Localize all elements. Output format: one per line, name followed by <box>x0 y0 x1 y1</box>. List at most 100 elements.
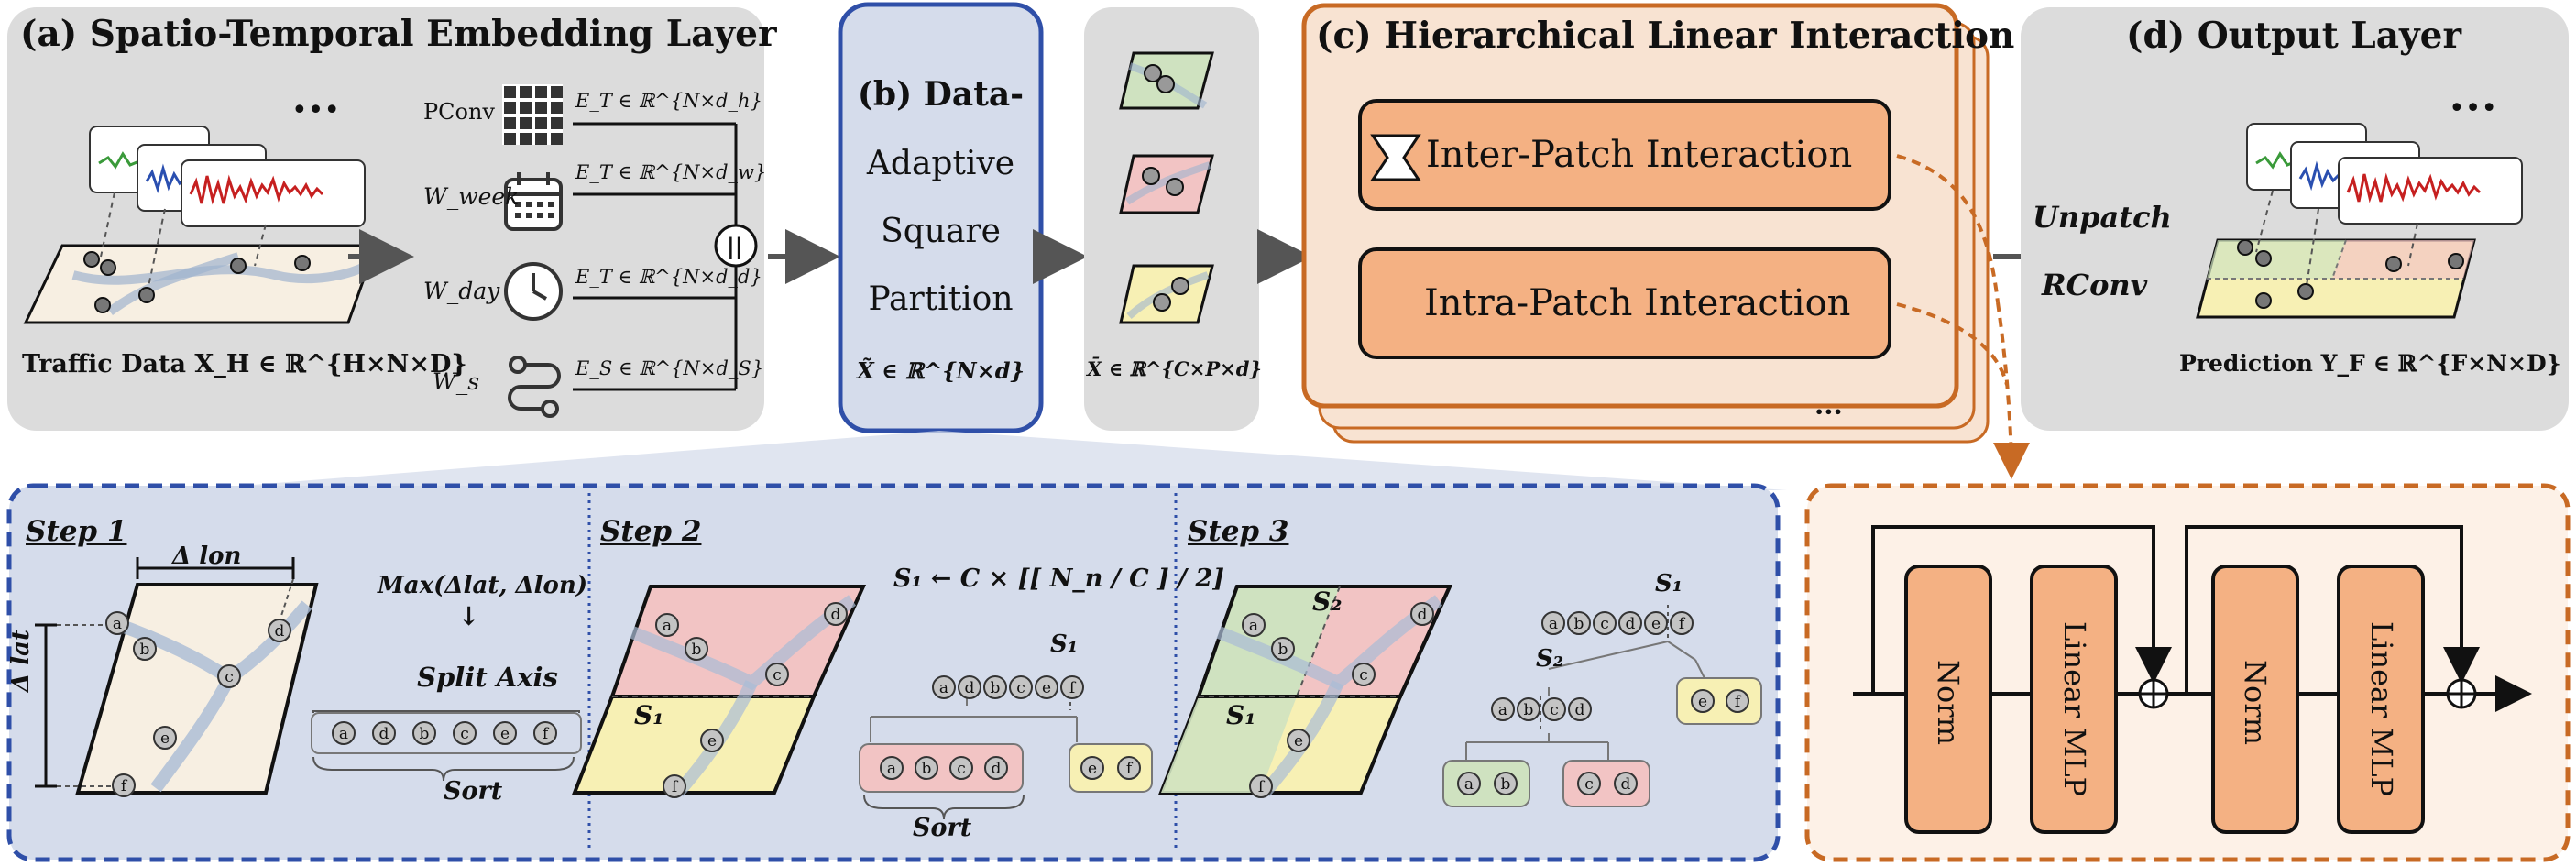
step2-top-e-letter: e <box>1042 679 1051 697</box>
step1-map-node-b-letter: b <box>140 641 150 659</box>
step3-mid-a-letter: a <box>1498 701 1507 719</box>
step2-top-b-circle <box>983 675 1007 699</box>
linear-mlp-box-2 <box>2337 565 2425 834</box>
step2-left-a-circle <box>880 756 904 780</box>
step1-map-node-f-circle <box>112 773 136 797</box>
more-layers-dots: ••• <box>1814 403 1843 421</box>
step2-map-node-b-circle <box>685 637 708 661</box>
concat-symbol: || <box>727 233 743 259</box>
step3-map-node-f-circle <box>1249 774 1273 798</box>
step3-map-node-d-circle <box>1410 602 1434 626</box>
step3-right-e-circle <box>1691 689 1715 713</box>
step2-map <box>572 585 1153 820</box>
step2-top-c-circle <box>1009 675 1033 699</box>
linear-mlp-label-1: Linear MLP <box>2057 621 2092 797</box>
rconv-label: RConv <box>2042 268 2148 302</box>
step3-map-node-e-letter: e <box>1294 732 1303 751</box>
step3-mid-b-letter: b <box>1524 701 1534 719</box>
emb-week: E_T ∈ ℝ^{N×d_w} <box>575 161 767 183</box>
step3-top-f-letter: f <box>1679 615 1686 633</box>
step3-mid-d-letter: d <box>1575 701 1585 719</box>
step1-sorted-f-letter: f <box>543 725 550 743</box>
patches-formula: X̄ ∈ ℝ^{C×P×d} <box>1087 357 1262 380</box>
step2-right-f-circle <box>1117 756 1141 780</box>
step1-sorted-box <box>311 712 582 754</box>
step3-leaf-right-c-letter: c <box>1584 775 1594 794</box>
step3-top-e-letter: e <box>1651 615 1661 633</box>
step3-mid-b-circle <box>1517 697 1540 721</box>
step2-top-b-letter: b <box>991 679 1001 697</box>
step1-sorted-f-circle <box>533 721 557 745</box>
dlat-label: Δ lat <box>7 630 35 692</box>
step2-left-b-letter: b <box>922 760 932 778</box>
step2-left-c-circle <box>949 756 973 780</box>
step3-mid-d-circle <box>1568 697 1592 721</box>
partition-steps-panel <box>6 431 1787 862</box>
norm-label-1: Norm <box>1931 660 1966 745</box>
inter-patch-box <box>1358 99 1891 211</box>
more-dots: ••• <box>291 94 340 126</box>
step2-left-a-letter: a <box>887 760 896 778</box>
step3-leaf-left-a-circle <box>1457 772 1481 795</box>
step1-sorted-c-circle <box>453 721 477 745</box>
panel-b-formula: X̃ ∈ ℝ^{N×d} <box>857 357 1025 384</box>
step3-s1-top: S₁ <box>1655 570 1683 597</box>
panel-b <box>838 2 1044 433</box>
intra-patch-label: Intra-Patch Interaction <box>1424 282 1851 324</box>
step3-leaf-right-d-letter: d <box>1621 775 1631 794</box>
traffic-series-cards: ••• <box>89 94 366 227</box>
split-axis-label: Split Axis <box>417 662 558 693</box>
step1-map-node-d-letter: d <box>275 622 285 641</box>
calendar-icon <box>504 172 563 231</box>
panel-b-title-4: Partition <box>868 280 1014 318</box>
step3-map-node-b-letter: b <box>1278 641 1288 659</box>
step3-s1-map: S₁ <box>1226 700 1256 730</box>
step1-label: Step 1 <box>26 515 127 548</box>
panel-b-title-3: Square <box>881 213 1001 250</box>
step2-s1-top: S₁ <box>1050 630 1079 658</box>
step2-top-a-circle <box>932 675 956 699</box>
step1-sorted-a-letter: a <box>339 725 348 743</box>
panel-c-title: (c) Hierarchical Linear Interaction <box>1316 15 2015 57</box>
step3-map-node-a-circle <box>1242 613 1266 637</box>
w-day-label: W_day <box>423 278 500 304</box>
step2-map-node-d-letter: d <box>831 606 841 624</box>
step3-mid-c-circle <box>1542 697 1566 721</box>
clock-icon <box>504 262 563 321</box>
patch-green <box>1119 51 1214 110</box>
step2-label: Step 2 <box>600 515 702 548</box>
step3-s2-mid: S₂ <box>1536 645 1564 673</box>
step3-map-node-c-circle <box>1352 663 1376 686</box>
prediction-caption: Prediction Y_F ∈ ℝ^{F×N×D} <box>2179 350 2561 377</box>
intra-patch-box <box>1358 247 1891 359</box>
step3-mid-a-circle <box>1491 697 1515 721</box>
residual-add-2 <box>2446 678 2477 709</box>
step2-map-node-d-circle <box>824 602 848 626</box>
traffic-data-caption: Traffic Data X_H ∈ ℝ^{H×N×D} <box>22 350 467 378</box>
step2-map-node-a-letter: a <box>663 617 672 635</box>
unpatch-label: Unpatch <box>2033 200 2172 235</box>
panel-c <box>1301 3 2030 479</box>
linear-mlp-box-1 <box>2030 565 2118 834</box>
step3-leaf-left-a-letter: a <box>1464 775 1474 794</box>
step3-right-f-circle <box>1726 689 1749 713</box>
grid-icon <box>502 84 563 145</box>
step2-map-node-f-circle <box>663 774 686 798</box>
max-expression: Max(Δlat, Δlon) <box>378 572 588 599</box>
step1-sort-label: Sort <box>444 777 503 806</box>
hourglass-icon <box>1370 134 1421 181</box>
step2-right-f-letter: f <box>1126 760 1134 778</box>
step1-map-node-a-circle <box>105 611 129 635</box>
step1-sorted-b-letter: b <box>420 725 430 743</box>
step3-leaf-right-c-circle <box>1577 772 1601 795</box>
step1-sorted-e-circle <box>493 721 517 745</box>
step2-map-node-b-letter: b <box>692 641 702 659</box>
dlon-label: Δ lon <box>172 543 242 570</box>
step1-sorted-d-letter: d <box>379 725 389 743</box>
step2-top-f-letter: f <box>1069 679 1077 697</box>
step3-top-a-circle <box>1541 611 1565 635</box>
step3-top-e-circle <box>1644 611 1668 635</box>
concat-node <box>714 224 758 268</box>
